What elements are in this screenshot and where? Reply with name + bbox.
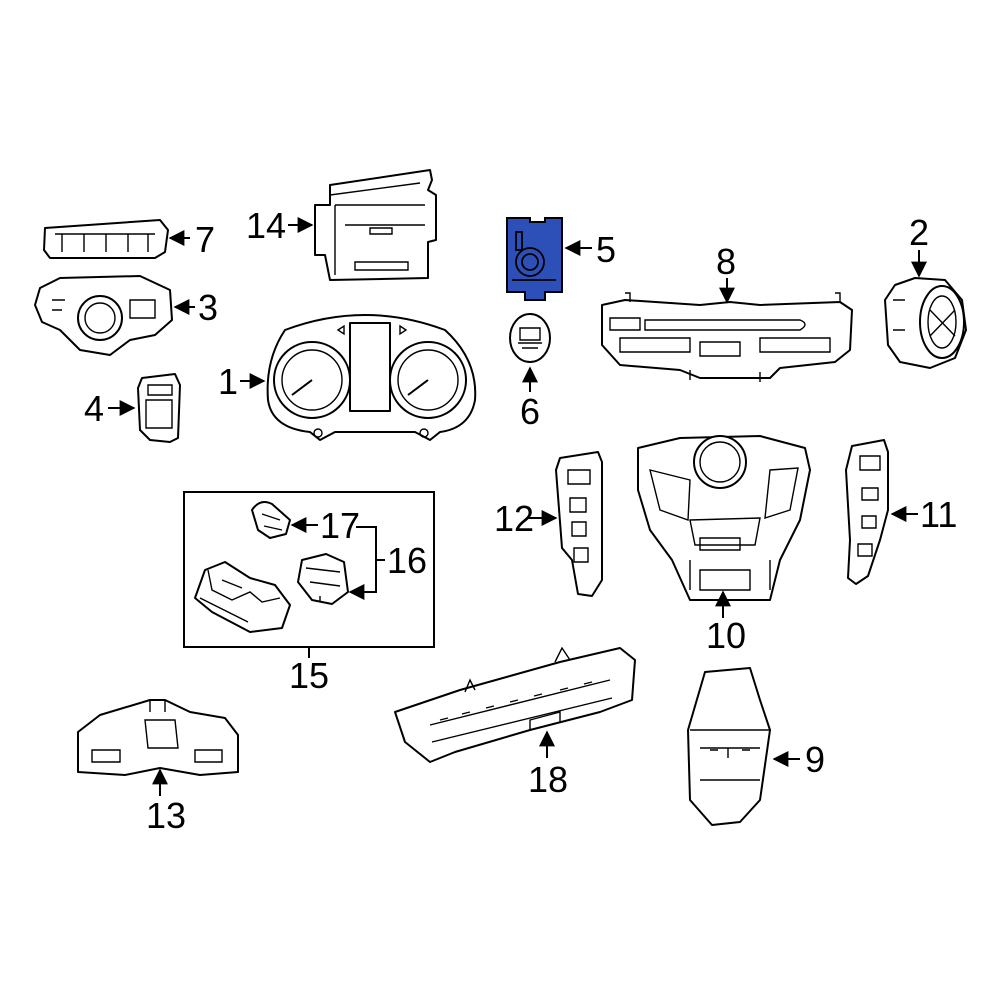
part-1-instrument-cluster[interactable] bbox=[266, 314, 477, 441]
callout-13[interactable]: 13 bbox=[146, 795, 186, 836]
callout-10[interactable]: 10 bbox=[706, 615, 746, 656]
callout-18[interactable]: 18 bbox=[528, 759, 568, 800]
part-15-bracket[interactable] bbox=[194, 561, 291, 633]
part-16-switch-module[interactable] bbox=[297, 553, 349, 605]
part-14-hud-unit[interactable] bbox=[314, 169, 437, 281]
part-17-small-connector[interactable] bbox=[251, 501, 291, 539]
part-12-left-switch-bezel[interactable] bbox=[555, 451, 603, 597]
callout-12[interactable]: 12 bbox=[494, 498, 534, 539]
callout-2[interactable]: 2 bbox=[909, 212, 929, 253]
part-11-right-switch-bezel[interactable] bbox=[845, 439, 889, 585]
callout-11[interactable]: 11 bbox=[920, 494, 957, 535]
part-13-lower-switch-panel[interactable] bbox=[77, 699, 239, 776]
callout-15[interactable]: 15 bbox=[289, 655, 329, 696]
part-5-body bbox=[506, 217, 563, 301]
callout-9[interactable]: 9 bbox=[805, 739, 825, 780]
part-9-gear-shifter[interactable] bbox=[687, 667, 771, 826]
part-5-highlighted-switch[interactable] bbox=[506, 217, 563, 301]
part-8-climate-panel[interactable] bbox=[601, 292, 853, 382]
part-3-headlamp-switch[interactable] bbox=[34, 275, 173, 356]
callout-17[interactable]: 17 bbox=[320, 505, 360, 546]
part-10-center-console[interactable] bbox=[637, 435, 811, 601]
callout-14[interactable]: 14 bbox=[246, 205, 286, 246]
callout-7[interactable]: 7 bbox=[195, 219, 215, 260]
part-7-switch-strip[interactable] bbox=[43, 219, 169, 259]
callout-8[interactable]: 8 bbox=[716, 241, 736, 282]
callout-6[interactable]: 6 bbox=[520, 391, 540, 432]
part-4-small-switch[interactable] bbox=[137, 373, 181, 443]
callout-5[interactable]: 5 bbox=[596, 229, 616, 270]
callout-1[interactable]: 1 bbox=[218, 361, 238, 402]
callout-4[interactable]: 4 bbox=[84, 388, 104, 429]
part-6-push-switch[interactable] bbox=[509, 313, 551, 363]
part-18-switch-panel[interactable] bbox=[394, 646, 636, 763]
part-2-rotary-knob[interactable] bbox=[884, 277, 967, 369]
callout-16[interactable]: 16 bbox=[387, 540, 427, 581]
kit-15-box bbox=[183, 491, 435, 648]
callout-3[interactable]: 3 bbox=[198, 287, 218, 328]
